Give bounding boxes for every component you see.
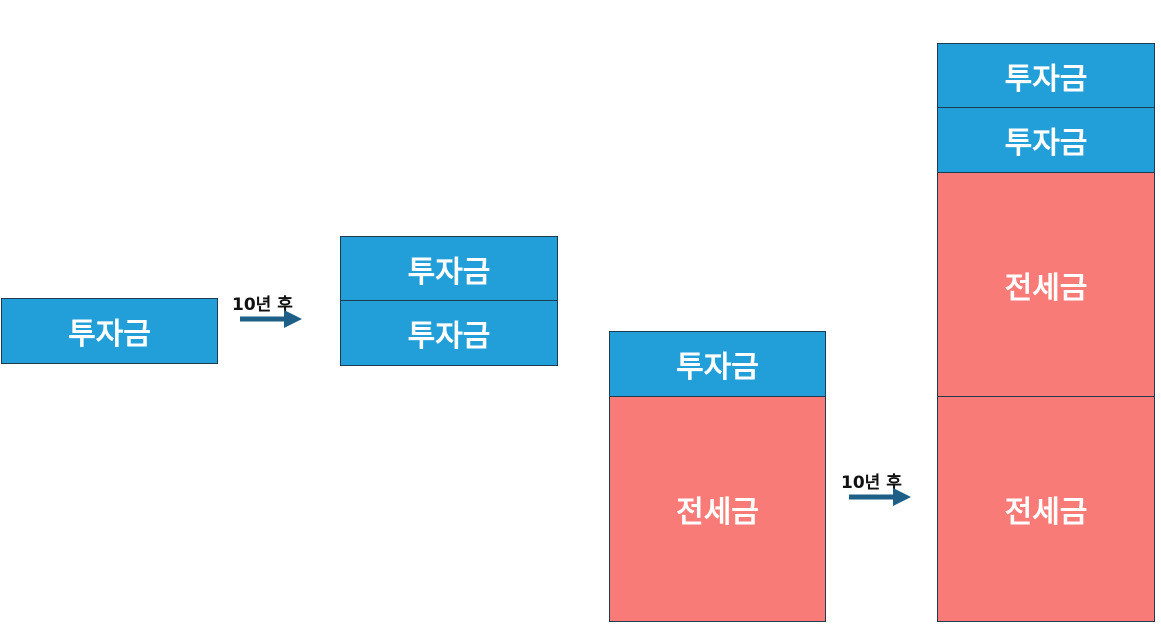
right-after-deposit-box-1: 전세금 bbox=[937, 172, 1155, 397]
box-label: 투자금 bbox=[407, 254, 491, 290]
left-after-investment-box-2: 투자금 bbox=[340, 300, 558, 366]
box-label: 투자금 bbox=[1004, 61, 1088, 97]
right-arrow-label: 10년 후 bbox=[841, 473, 902, 493]
box-label: 투자금 bbox=[407, 319, 491, 354]
right-after-deposit-box-2: 전세금 bbox=[937, 396, 1155, 622]
right-after-investment-box-2: 투자금 bbox=[937, 107, 1155, 173]
right-arrow-icon bbox=[849, 488, 911, 506]
box-label: 전세금 bbox=[1004, 495, 1088, 530]
left-arrow-label: 10년 후 bbox=[232, 295, 293, 315]
right-before-deposit-box: 전세금 bbox=[609, 396, 826, 622]
box-label: 투자금 bbox=[1004, 126, 1088, 161]
right-after-investment-box-1: 투자금 bbox=[937, 43, 1155, 108]
box-label: 전세금 bbox=[676, 495, 759, 530]
left-after-investment-box-1: 투자금 bbox=[340, 236, 558, 301]
left-before-investment-box: 투자금 bbox=[1, 298, 218, 364]
box-label: 전세금 bbox=[1004, 270, 1088, 306]
box-label: 투자금 bbox=[676, 350, 759, 385]
right-before-investment-box: 투자금 bbox=[609, 331, 826, 397]
box-label: 투자금 bbox=[68, 317, 151, 352]
left-arrow-icon bbox=[240, 310, 302, 328]
